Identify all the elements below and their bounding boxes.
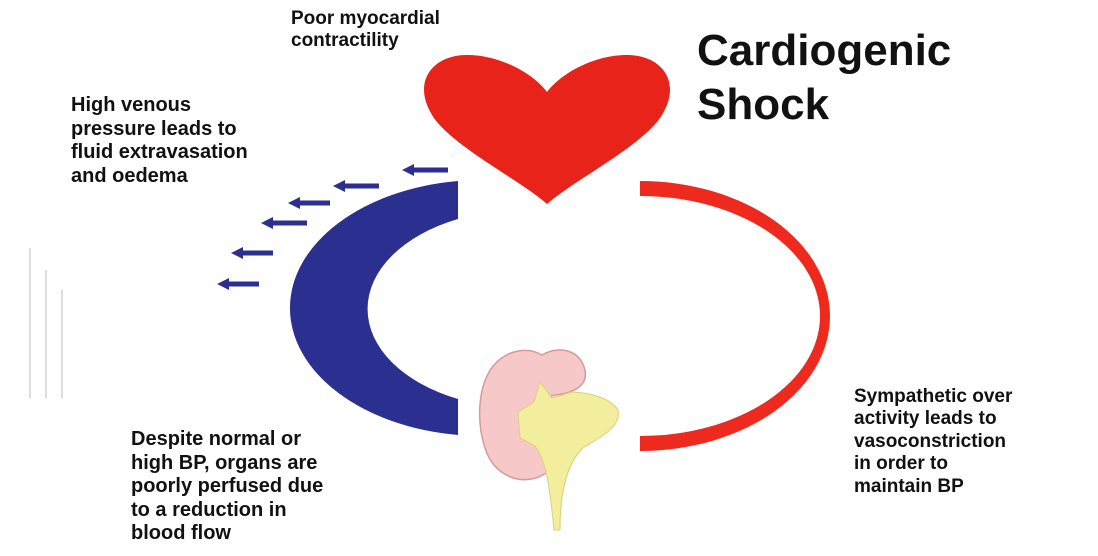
venous-arrow-icon	[402, 164, 448, 176]
venous-arrow-icon	[231, 247, 273, 259]
venous-arrow-icon	[217, 278, 259, 290]
venous-arc	[290, 181, 458, 435]
venous-arrow-icon	[333, 180, 379, 192]
left-frame-marks	[30, 248, 62, 398]
label-organ-perfusion: Despite normal or high BP, organs are po…	[131, 428, 323, 546]
label-poor-contractility: Poor myocardial contractility	[291, 8, 440, 53]
diagram-title: Cardiogenic Shock	[697, 24, 951, 131]
arterial-arc	[640, 181, 830, 451]
label-venous-pressure: High venous pressure leads to fluid extr…	[71, 94, 248, 188]
venous-arrow-icon	[261, 217, 307, 229]
venous-arrow-icon	[288, 197, 330, 209]
heart-icon	[424, 55, 670, 204]
kidney-icon	[480, 350, 619, 530]
label-sympathetic-activity: Sympathetic over activity leads to vasoc…	[854, 386, 1012, 498]
